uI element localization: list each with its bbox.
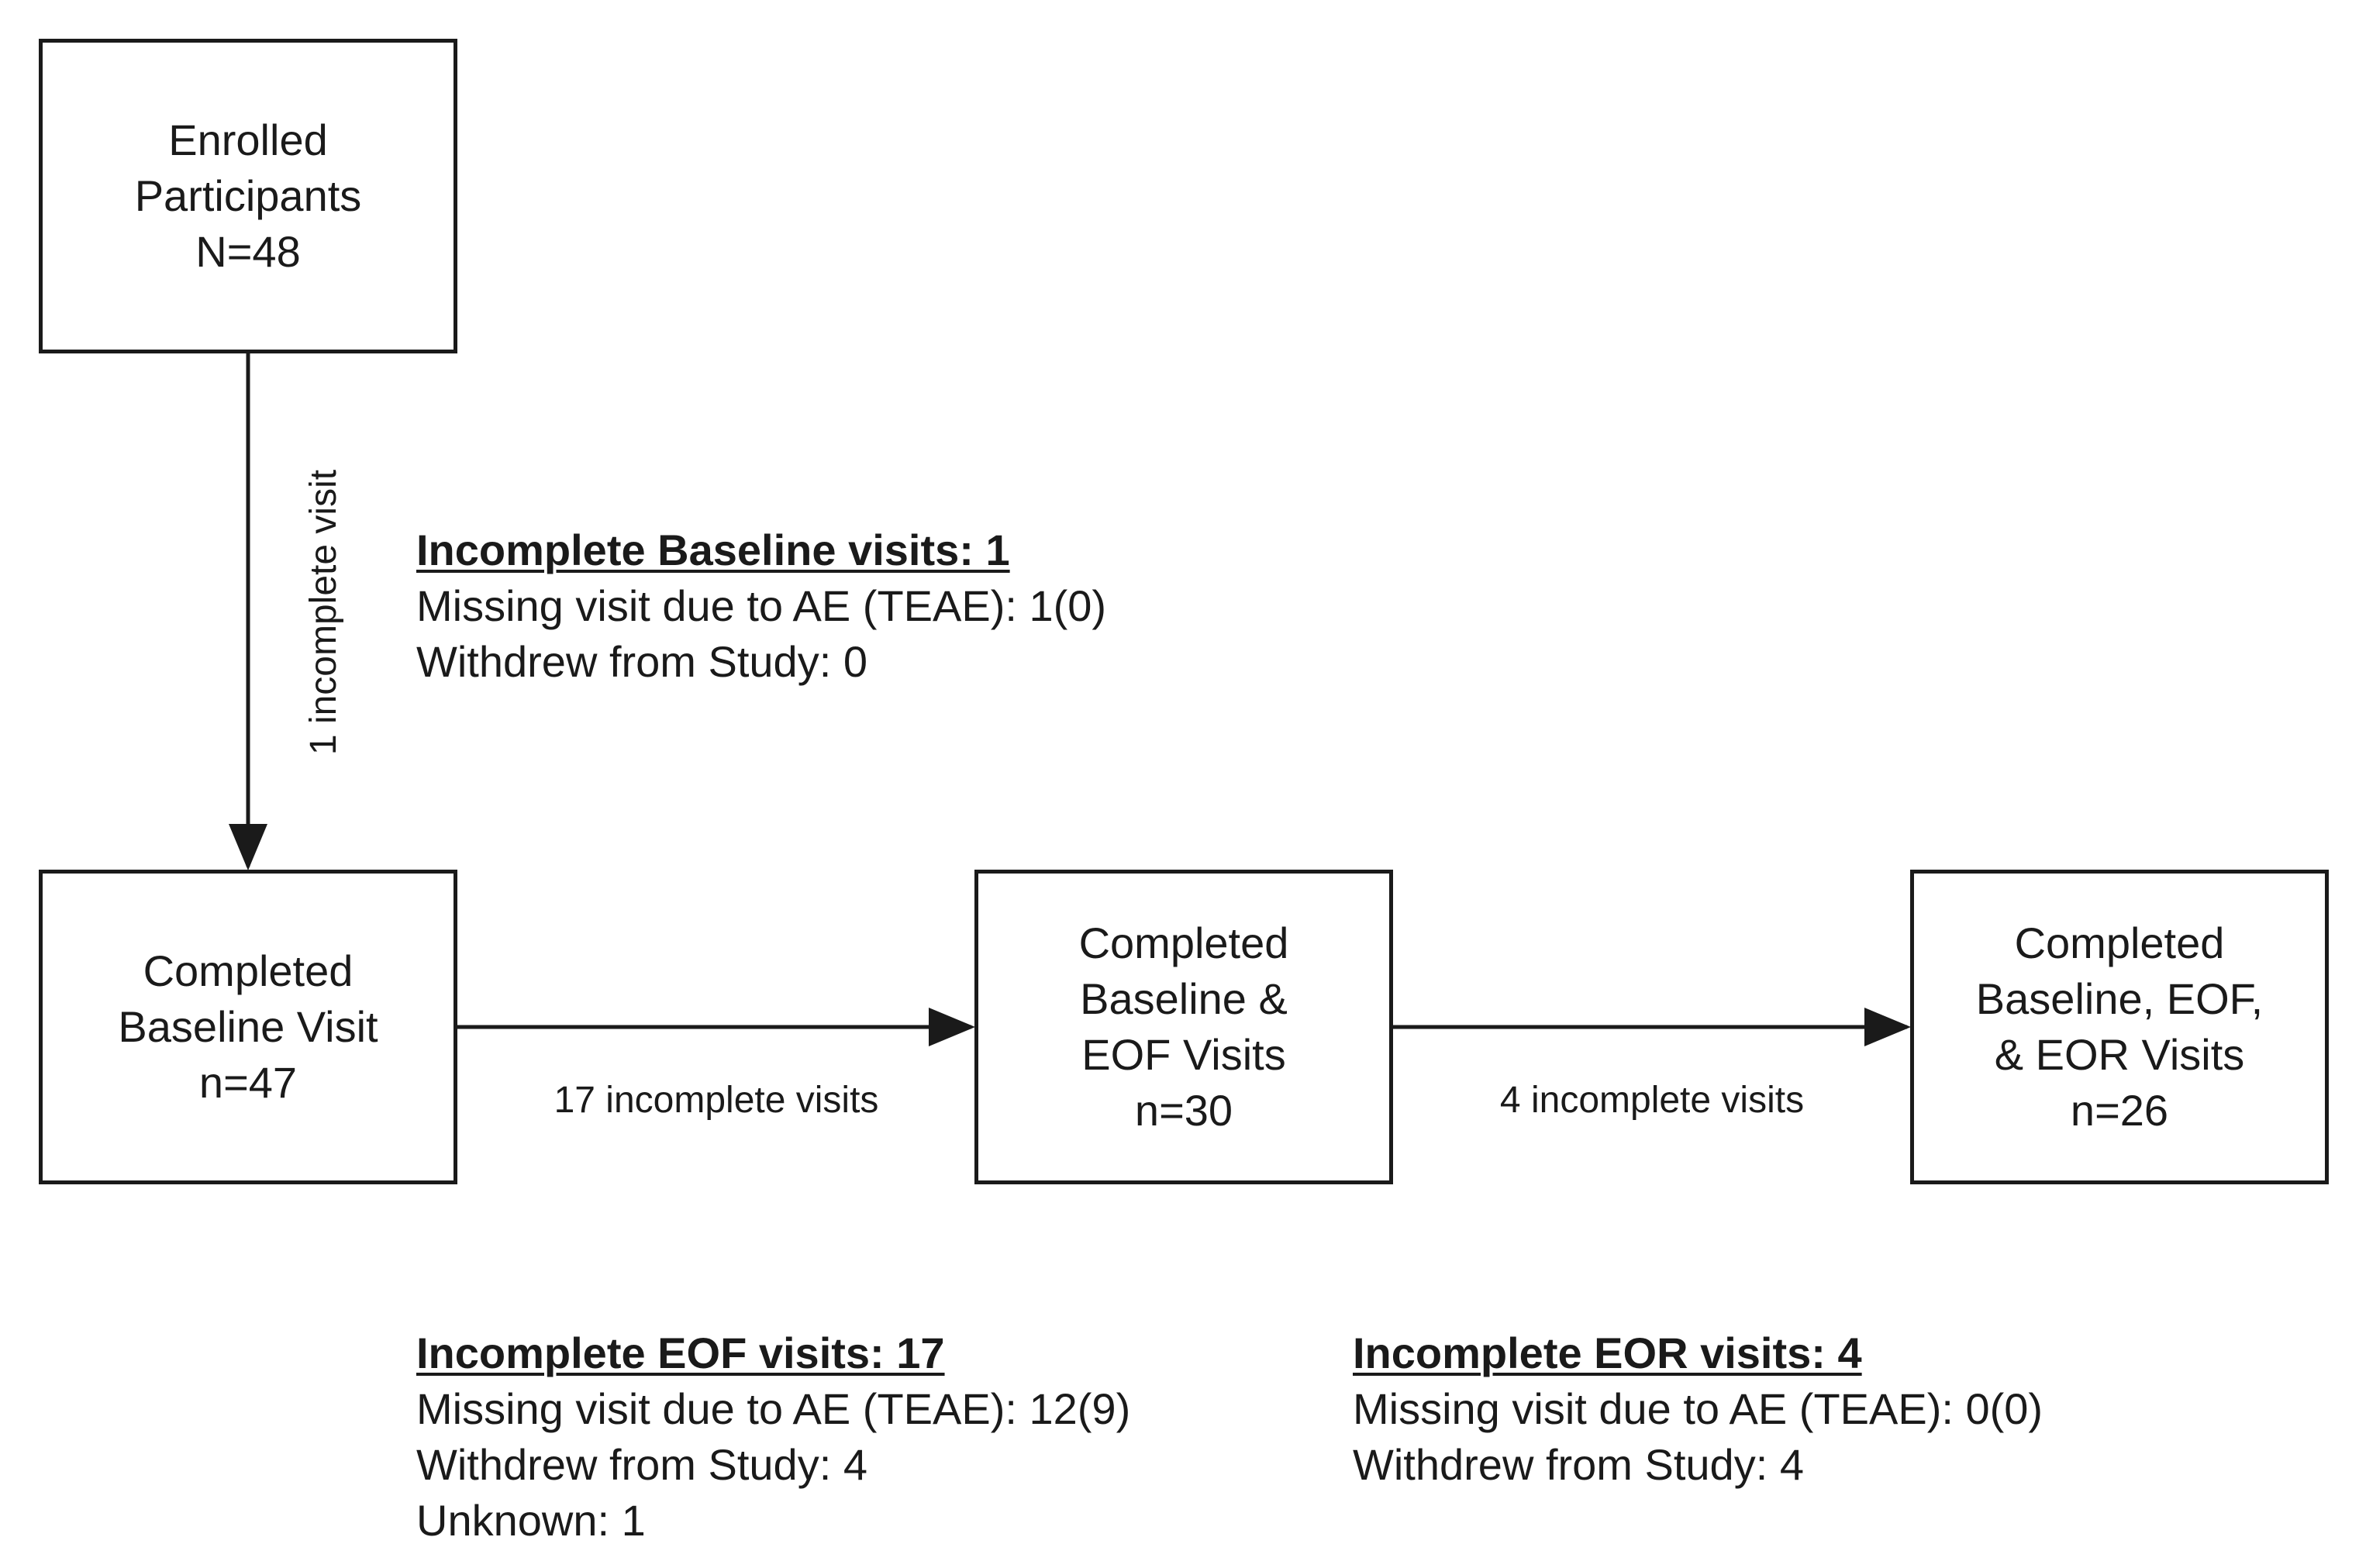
box-count: n=47	[198, 1058, 298, 1107]
note-line: Withdrew from Study: 4	[416, 1440, 867, 1489]
box-line: Baseline Visit	[118, 1002, 378, 1051]
edge-label-enrolled-to-baseline: 1 incomplete visit	[303, 469, 344, 756]
box-line: Completed	[143, 946, 354, 995]
box-count: n=30	[1134, 1086, 1233, 1135]
incomplete-eor-note: Incomplete EOR visits: 4 Missing visit d…	[1353, 1325, 2043, 1493]
box-line: EOF Visits	[1081, 1030, 1286, 1079]
box-line: Enrolled	[168, 115, 328, 164]
box-line: Baseline, EOF,	[1975, 974, 2264, 1023]
note-line: Withdrew from Study: 0	[416, 637, 867, 686]
completed-eor-box: Completed Baseline, EOF, & EOR Visits n=…	[1910, 870, 2329, 1184]
note-title: Incomplete EOR visits: 4	[1353, 1328, 1862, 1377]
enrolled-participants-box: Enrolled Participants N=48	[39, 39, 457, 353]
note-line: Missing visit due to AE (TEAE): 0(0)	[1353, 1384, 2043, 1433]
note-line: Missing visit due to AE (TEAE): 12(9)	[416, 1384, 1131, 1433]
note-line: Unknown: 1	[416, 1496, 646, 1545]
box-line: Completed	[1078, 918, 1289, 967]
edge-label-baseline-to-eof: 17 incomplete visits	[554, 1080, 879, 1121]
completed-baseline-box: Completed Baseline Visit n=47	[39, 870, 457, 1184]
note-title: Incomplete EOF visits: 17	[416, 1328, 945, 1377]
box-line: Completed	[2014, 918, 2225, 967]
completed-eof-box: Completed Baseline & EOF Visits n=30	[974, 870, 1393, 1184]
box-line: Participants	[134, 171, 362, 220]
box-count: N=48	[195, 227, 301, 276]
note-line: Withdrew from Study: 4	[1353, 1440, 1804, 1489]
note-line: Missing visit due to AE (TEAE): 1(0)	[416, 581, 1107, 630]
box-line: & EOR Visits	[1994, 1030, 2245, 1079]
incomplete-baseline-note: Incomplete Baseline visits: 1 Missing vi…	[416, 522, 1106, 690]
box-line: Baseline &	[1080, 974, 1288, 1023]
box-count: n=26	[2070, 1086, 2169, 1135]
edge-label-eof-to-eor: 4 incomplete visits	[1499, 1080, 1805, 1121]
incomplete-eof-note: Incomplete EOF visits: 17 Missing visit …	[416, 1325, 1130, 1549]
note-title: Incomplete Baseline visits: 1	[416, 526, 1010, 574]
